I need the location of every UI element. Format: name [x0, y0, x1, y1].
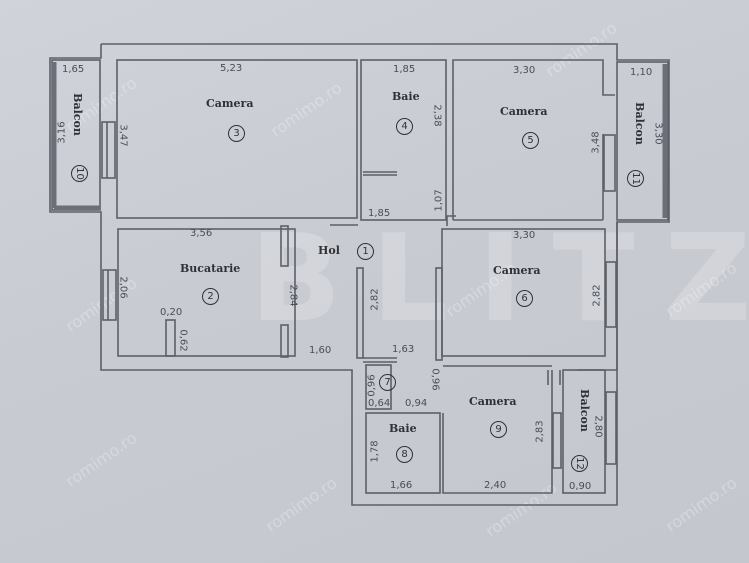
dim-hol-bottom-width: 1,63 [392, 344, 415, 355]
dim-camera6-width: 3,30 [513, 230, 536, 241]
dim-bucatarie-height-left: 2,06 [117, 276, 129, 299]
room-number-2: 2 [202, 288, 219, 305]
dim-baie8-width: 1,66 [390, 480, 413, 491]
dim-balcon10-width: 1,65 [62, 64, 85, 75]
dim-balcon11-height: 3,30 [652, 122, 664, 145]
dim-balcon10-height: 3,16 [56, 121, 68, 144]
dim-camera9-width: 2,40 [484, 480, 507, 491]
dim-bucatarie-width: 3,56 [190, 228, 213, 239]
dim-hol-bottom-left: 1,60 [309, 345, 332, 356]
dim-hol-top-width: 1,85 [368, 208, 391, 219]
room-label-baie-8: Baie [389, 422, 417, 435]
room-number-12: 12 [571, 455, 588, 472]
room-label-balcon-12: Balcon [577, 389, 591, 432]
room-label-balcon-10: Balcon [70, 93, 84, 136]
room-label-baie-4: Baie [392, 90, 420, 103]
room-label-hol-1: Hol [318, 244, 340, 257]
dim-room7-door-width: 0,94 [405, 398, 428, 409]
room-number-4: 4 [396, 118, 413, 135]
dim-room7-width: 0,64 [368, 398, 391, 409]
dim-balcon12-height: 2,80 [592, 415, 604, 438]
room-number-9: 9 [490, 421, 507, 438]
room-label-camera-9: Camera [469, 395, 517, 408]
dim-camera5-height: 3,48 [590, 131, 602, 154]
room-label-camera-5: Camera [500, 105, 548, 118]
dim-hol-door: 1,07 [433, 189, 445, 212]
dim-camera3-height: 3,47 [117, 124, 129, 147]
room-number-8: 8 [396, 446, 413, 463]
dim-camera3-width: 5,23 [220, 63, 243, 74]
room-label-camera-3: Camera [206, 97, 254, 110]
dim-balcon11-width: 1,10 [630, 67, 653, 78]
room-number-3: 3 [228, 125, 245, 142]
room-label-camera-6: Camera [493, 264, 541, 277]
room-number-10: 10 [71, 165, 88, 182]
room-number-1: 1 [357, 243, 374, 260]
room-number-6: 6 [516, 290, 533, 307]
dim-baie4-width: 1,85 [393, 64, 416, 75]
room-label-bucatarie-2: Bucatarie [180, 262, 241, 275]
dim-camera9-height: 2,83 [534, 420, 546, 443]
dim-baie8-height: 1,78 [369, 440, 381, 463]
dim-camera5-width: 3,30 [513, 65, 536, 76]
dim-hol-height: 2,82 [369, 288, 381, 311]
dim-camera6-height: 2,82 [591, 284, 603, 307]
dim-room7-height: 0,96 [366, 374, 378, 397]
dim-bucatarie-niche-width: 0,20 [160, 307, 183, 318]
room-number-7: 7 [379, 374, 396, 391]
dim-bucatarie-height-right: 2,84 [287, 284, 299, 307]
dim-bucatarie-niche-height: 0,62 [177, 329, 189, 352]
dim-baie4-height: 2,38 [431, 104, 443, 127]
dim-room7-door-height: 0,96 [429, 368, 441, 391]
room-number-5: 5 [522, 132, 539, 149]
brand-watermark: BLITZ [250, 210, 749, 349]
room-label-balcon-11: Balcon [632, 102, 646, 145]
room-number-11: 11 [627, 170, 644, 187]
dim-balcon12-width: 0,90 [569, 481, 592, 492]
